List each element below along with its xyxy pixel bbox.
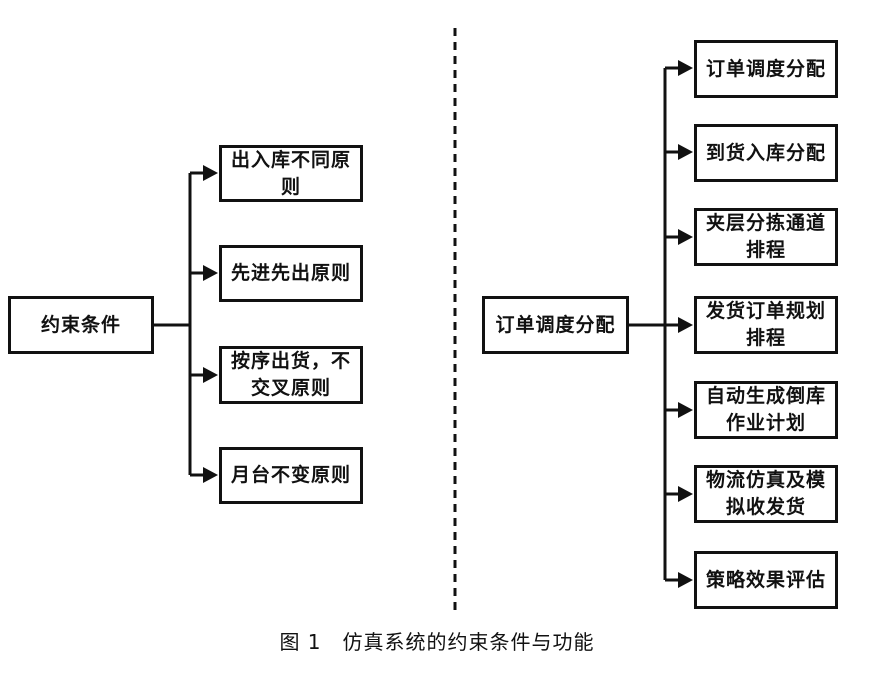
left-root-box: 约束条件 [8, 296, 154, 354]
left-item-box-1: 出入库不同原则 [219, 145, 363, 202]
right-branch-arrow-5 [665, 402, 693, 418]
left-item-box-4: 月台不变原则 [219, 447, 363, 504]
figure-caption: 图 1 仿真系统的约束条件与功能 [279, 630, 595, 654]
right-branch-arrow-2 [665, 144, 693, 160]
left-item-label-1: 出入库不同原则 [230, 148, 351, 198]
right-branch-arrow-7 [665, 572, 693, 588]
right-root-label: 订单调度分配 [495, 313, 616, 336]
left-branch-arrow-3 [190, 367, 218, 383]
left-branch-arrow-2 [190, 265, 218, 281]
right-root-box: 订单调度分配 [482, 296, 629, 354]
right-item-label-7: 策略效果评估 [705, 568, 826, 591]
right-item-box-4: 发货订单规划排程 [694, 296, 838, 354]
right-branch-arrow-3 [665, 229, 693, 245]
right-item-box-3: 夹层分拣通道排程 [694, 208, 838, 266]
right-item-label-4: 发货订单规划排程 [705, 300, 826, 349]
right-branch-arrow-1 [665, 60, 693, 76]
left-item-box-3: 按序出货，不交叉原则 [219, 346, 363, 404]
left-item-label-2: 先进先出原则 [230, 262, 351, 284]
right-item-label-5: 自动生成倒库作业计划 [705, 385, 826, 434]
right-item-box-7: 策略效果评估 [694, 551, 838, 609]
left-branch-arrow-1 [190, 165, 218, 181]
right-item-box-6: 物流仿真及模拟收发货 [694, 465, 838, 523]
right-branch-arrow-4 [665, 317, 693, 333]
left-item-label-3: 按序出货，不交叉原则 [230, 350, 351, 399]
right-item-box-2: 到货入库分配 [694, 124, 838, 182]
right-branch-arrow-6 [665, 486, 693, 502]
right-item-box-1: 订单调度分配 [694, 40, 838, 98]
right-item-label-1: 订单调度分配 [705, 57, 826, 80]
right-item-label-6: 物流仿真及模拟收发货 [705, 469, 826, 518]
left-item-label-4: 月台不变原则 [230, 464, 351, 486]
left-item-box-2: 先进先出原则 [219, 245, 363, 302]
left-branch-arrow-4 [190, 467, 218, 483]
right-item-label-3: 夹层分拣通道排程 [705, 212, 826, 261]
right-item-box-5: 自动生成倒库作业计划 [694, 381, 838, 439]
left-root-label: 约束条件 [40, 313, 121, 336]
right-item-label-2: 到货入库分配 [705, 141, 826, 164]
